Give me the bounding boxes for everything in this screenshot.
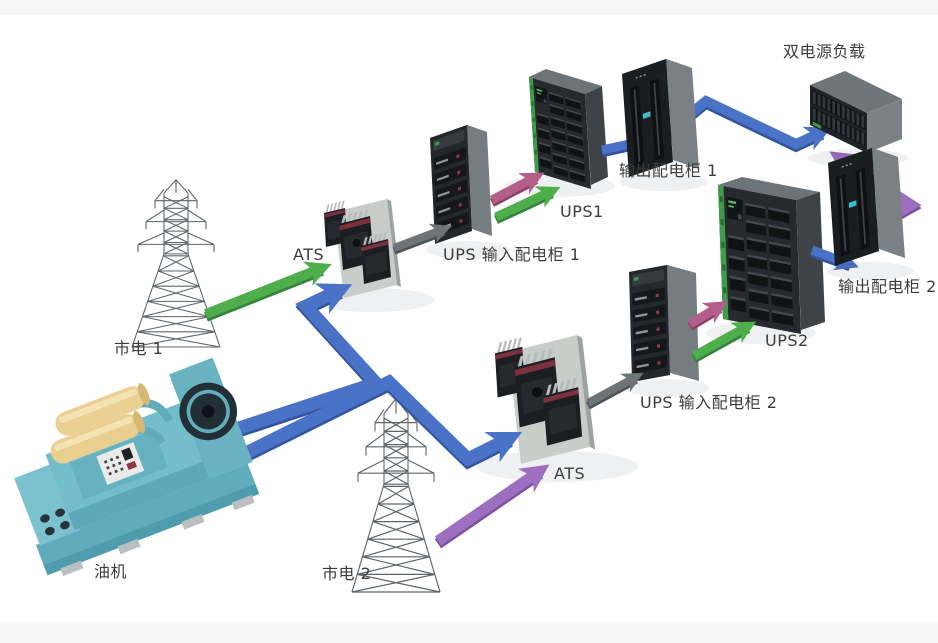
connection-ups_input_cabinet1-ups1 — [494, 186, 561, 224]
label-dual-load: 双电源负载 — [783, 42, 866, 61]
label-generator: 油机 — [94, 562, 128, 581]
ats2-transfer-switch — [476, 335, 638, 482]
utility2-tower — [351, 398, 441, 593]
label-ups-input-cabinet2: UPS 输入配电柜 2 — [640, 393, 778, 412]
connection-ups_input_cabinet2-ups2 — [691, 321, 757, 363]
connection-utility2-ats2 — [434, 464, 550, 549]
output-cabinet2 — [826, 148, 914, 280]
label-ats1: ATS — [293, 245, 325, 264]
label-output-cabinet1: 输出配电柜 1 — [619, 161, 718, 180]
connection-generator-ats1 — [233, 283, 388, 438]
connection-utility1-ats1 — [204, 261, 332, 322]
output-cabinet1 — [620, 59, 708, 191]
connection-ups_input_cabinet1-ups1 — [489, 172, 545, 207]
ups2-cabinet — [705, 177, 825, 344]
bottom-strip — [0, 622, 938, 643]
label-output-cabinet2: 输出配电柜 2 — [838, 277, 937, 296]
ups-input-cabinet2 — [625, 265, 709, 397]
connection-ats1-ups_input_cabinet1 — [392, 223, 452, 255]
generator-unit — [14, 357, 260, 577]
ups-input-cabinet1 — [426, 125, 510, 259]
label-ups2: UPS2 — [765, 331, 809, 350]
connection-generator-ats2 — [235, 374, 523, 470]
label-utility2: 市电 2 — [322, 564, 372, 583]
label-ats2: ATS — [554, 464, 586, 483]
connection-ups_input_cabinet2-ups2 — [687, 301, 729, 331]
label-ups-input-cabinet1: UPS 输入配电柜 1 — [443, 245, 581, 264]
connection-ats2-ups_input_cabinet2 — [586, 373, 644, 410]
dual-power-load — [808, 71, 908, 167]
label-utility1: 市电 1 — [114, 339, 164, 358]
label-ups1: UPS1 — [560, 202, 604, 221]
ups1-cabinet — [504, 69, 615, 197]
utility1-tower — [131, 179, 221, 348]
ats1-transfer-switch — [310, 199, 434, 312]
top-strip — [0, 0, 938, 15]
